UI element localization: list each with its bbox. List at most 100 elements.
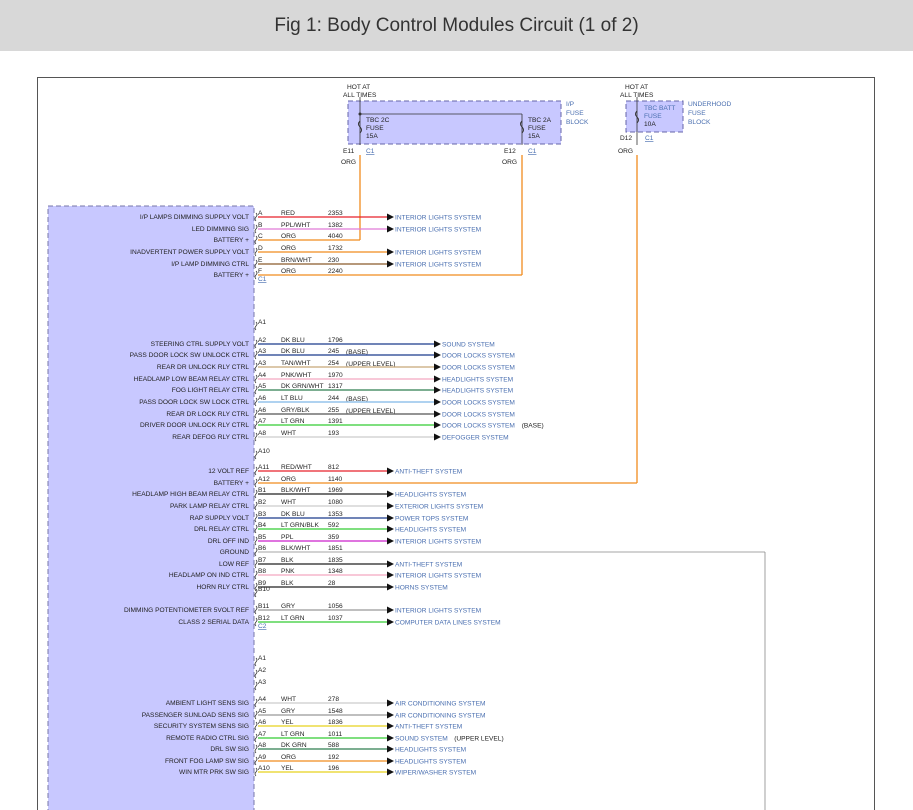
- pin-bracket: [254, 570, 258, 580]
- circuit-wire-color: WHT: [281, 499, 296, 506]
- pin-bracket: [254, 339, 258, 349]
- circuit-destination[interactable]: WIPER/WASHER SYSTEM: [395, 770, 476, 777]
- circuit-wire-color: PNK/WHT: [281, 372, 311, 379]
- circuit-destination[interactable]: SOUND SYSTEM: [442, 342, 495, 349]
- circuit-destination[interactable]: INTERIOR LIGHTS SYSTEM: [395, 539, 481, 546]
- circuit-destination[interactable]: AIR CONDITIONING SYSTEM: [395, 701, 486, 708]
- circuit-destination[interactable]: ANTI-THEFT SYSTEM: [395, 469, 462, 476]
- circuit-destination[interactable]: SOUND SYSTEM: [395, 736, 448, 743]
- circuit-destination[interactable]: INTERIOR LIGHTS SYSTEM: [395, 215, 481, 222]
- circuit-destination[interactable]: DOOR LOCKS SYSTEM: [442, 423, 515, 430]
- circuit-label: BATTERY +: [214, 237, 250, 244]
- circuit-destination[interactable]: HEADLIGHTS SYSTEM: [395, 527, 466, 534]
- circuit-destination[interactable]: HEADLIGHTS SYSTEM: [395, 492, 466, 499]
- circuit-wire-color: BLK: [281, 580, 294, 587]
- circuit-destination[interactable]: POWER TOPS SYSTEM: [395, 516, 468, 523]
- underhood-block-label-1: UNDERHOOD: [688, 101, 731, 108]
- circuit-pin: A6: [258, 407, 266, 414]
- underhood-fuse-name-1: TBC BATT: [644, 105, 675, 112]
- ip-fuse-right-name-3: 15A: [528, 133, 540, 140]
- circuit-destination[interactable]: COMPUTER DATA LINES SYSTEM: [395, 620, 501, 627]
- pin-bracket: [254, 524, 258, 534]
- circuit-destination[interactable]: DOOR LOCKS SYSTEM: [442, 365, 515, 372]
- circuit-label: REAR DR LOCK RLY CTRL: [166, 411, 249, 418]
- circuit-wire-color: DK GRN/WHT: [281, 383, 324, 390]
- circuit-pin: D: [258, 245, 263, 252]
- circuit-wire-color: DK BLU: [281, 348, 305, 355]
- circuit-destination[interactable]: INTERIOR LIGHTS SYSTEM: [395, 250, 481, 257]
- pin-bracket: [254, 588, 258, 598]
- circuit-destination[interactable]: HEADLIGHTS SYSTEM: [395, 759, 466, 766]
- pin-bracket: [254, 385, 258, 395]
- circuit-destination[interactable]: HEADLIGHTS SYSTEM: [442, 377, 513, 384]
- circuit-destination[interactable]: INTERIOR LIGHTS SYSTEM: [395, 262, 481, 269]
- circuit-label: LED DIMMING SIG: [192, 226, 249, 233]
- circuit-destination[interactable]: INTERIOR LIGHTS SYSTEM: [395, 227, 481, 234]
- circuit-pin: B5: [258, 534, 266, 541]
- circuit-number: 278: [328, 696, 339, 703]
- arrow-icon: [387, 722, 394, 730]
- circuit-pin: A10: [258, 765, 270, 772]
- unused-pin: B10: [254, 586, 270, 598]
- underhood-fuse-wire: ORG: [618, 148, 633, 155]
- circuit-number: 245: [328, 348, 339, 355]
- circuit-destination[interactable]: DOOR LOCKS SYSTEM: [442, 412, 515, 419]
- unused-pin: A1: [254, 319, 266, 331]
- pin-bracket: [254, 733, 258, 743]
- wires-group: [359, 155, 638, 483]
- circuit-destination[interactable]: DEFOGGER SYSTEM: [442, 435, 509, 442]
- circuit-label: PARK LAMP RELAY CTRL: [170, 503, 249, 510]
- circuit-label: DRL RELAY CTRL: [194, 526, 249, 533]
- circuit-number: 1011: [328, 731, 343, 738]
- circuit-destination[interactable]: AIR CONDITIONING SYSTEM: [395, 713, 486, 720]
- arrow-icon: [434, 433, 441, 441]
- circuit-destination[interactable]: HEADLIGHTS SYSTEM: [442, 388, 513, 395]
- circuit-destination[interactable]: DOOR LOCKS SYSTEM: [442, 353, 515, 360]
- circuit-pin: B: [258, 222, 263, 229]
- ip-fuse-block-box: [347, 100, 562, 145]
- arrow-icon: [387, 734, 394, 742]
- pin-bracket: [254, 501, 258, 511]
- circuit-number: 244: [328, 395, 339, 402]
- circuit-label: I/P LAMP DIMMING CTRL: [171, 261, 249, 268]
- circuit-destination[interactable]: HORNS SYSTEM: [395, 585, 448, 592]
- circuit-destination[interactable]: EXTERIOR LIGHTS SYSTEM: [395, 504, 483, 511]
- circuit-pin: A6: [258, 719, 266, 726]
- connector-label[interactable]: C1: [258, 276, 267, 283]
- pin-bracket: [254, 212, 258, 222]
- circuit-label: REMOTE RADIO CTRL SIG: [166, 735, 249, 742]
- circuit-label: PASSENGER SUNLOAD SENS SIG: [142, 712, 249, 719]
- connector-label[interactable]: C2: [258, 623, 267, 630]
- circuit-destination[interactable]: INTERIOR LIGHTS SYSTEM: [395, 608, 481, 615]
- pin-bracket: [254, 582, 258, 592]
- circuit-wire-color: LT BLU: [281, 395, 303, 402]
- circuit-note: (UPPER LEVEL): [346, 408, 395, 415]
- underhood-fuse-pin: D12: [620, 135, 632, 142]
- circuit-label: STEERING CTRL SUPPLY VOLT: [151, 341, 249, 348]
- circuit-destination[interactable]: INTERIOR LIGHTS SYSTEM: [395, 573, 481, 580]
- circuit-destination[interactable]: DOOR LOCKS SYSTEM: [442, 400, 515, 407]
- circuit-number: 192: [328, 754, 339, 761]
- arrow-icon: [387, 583, 394, 591]
- circuit-wire-color: PNK: [281, 568, 295, 575]
- circuit-label: PASS DOOR LOCK SW LOCK CTRL: [139, 399, 249, 406]
- arrow-icon: [434, 398, 441, 406]
- circuit-number: 1969: [328, 487, 343, 494]
- circuit-wire-color: PPL: [281, 534, 294, 541]
- pin-bracket: [254, 756, 258, 766]
- arrow-icon: [434, 363, 441, 371]
- circuit-number: 1382: [328, 222, 343, 229]
- ip-block-label-2: FUSE: [566, 110, 584, 117]
- circuit-number: 359: [328, 534, 339, 541]
- circuit-destination[interactable]: ANTI-THEFT SYSTEM: [395, 724, 462, 731]
- circuit-number: 230: [328, 257, 339, 264]
- circuit-destination[interactable]: HEADLIGHTS SYSTEM: [395, 747, 466, 754]
- circuit-destination[interactable]: ANTI-THEFT SYSTEM: [395, 562, 462, 569]
